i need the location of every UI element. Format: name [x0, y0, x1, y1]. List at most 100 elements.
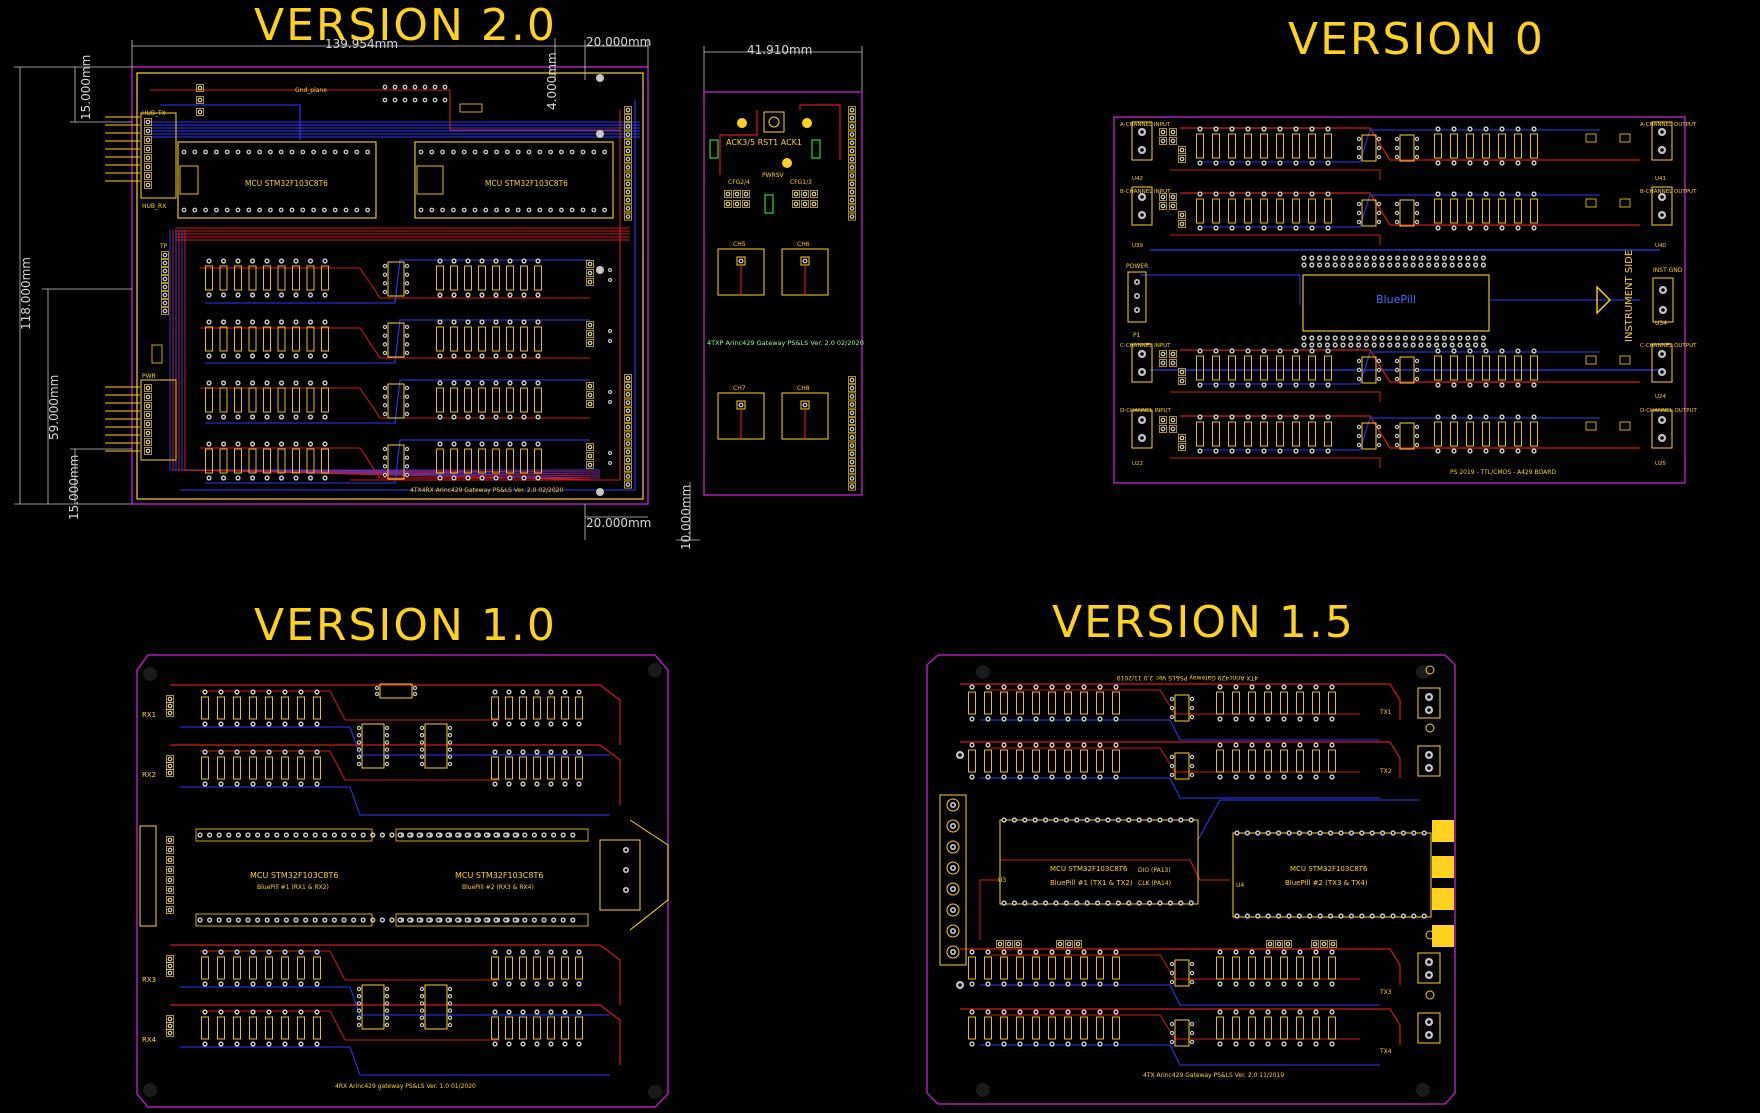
pad-hole	[265, 476, 269, 480]
pad-hole	[1660, 213, 1664, 217]
pad-hole	[449, 1009, 451, 1012]
pad-hole	[1114, 950, 1118, 954]
header-pin-frame	[848, 188, 856, 196]
header-pin-frame	[166, 906, 174, 914]
resistor	[321, 387, 329, 413]
pad-hole	[1326, 349, 1330, 353]
resistor	[1212, 421, 1220, 447]
header-pin-frame	[1159, 350, 1167, 358]
trace	[1170, 391, 1381, 402]
resistor	[248, 387, 257, 413]
trace	[200, 750, 500, 781]
pad-hole	[294, 259, 298, 263]
pad-hole	[430, 150, 433, 154]
pad-hole	[251, 1042, 255, 1046]
pad-hole	[626, 108, 630, 112]
resistor	[520, 326, 528, 352]
pad-hole	[1412, 256, 1415, 260]
pad-hole	[466, 259, 470, 263]
pad-hole	[1262, 127, 1266, 131]
pad-hole	[452, 259, 456, 263]
header-pin-frame	[1169, 350, 1177, 358]
pad-hole	[592, 150, 595, 154]
pad-hole	[1114, 1010, 1118, 1014]
pad-hole	[970, 1010, 974, 1014]
pad-hole	[355, 150, 358, 154]
resistor	[533, 956, 541, 980]
pad-hole	[958, 753, 962, 757]
pad-hole	[1282, 775, 1286, 779]
pad-hole	[283, 950, 287, 954]
pad-hole	[413, 98, 417, 102]
pad-hole	[1161, 139, 1165, 143]
mount-hole	[596, 488, 604, 496]
pad-hole	[1171, 981, 1173, 983]
resistor	[249, 1016, 257, 1040]
yellow-pad	[1432, 925, 1454, 947]
resistor	[281, 756, 289, 780]
resistor	[520, 265, 528, 291]
pad-hole	[235, 1010, 239, 1014]
resistor	[281, 1016, 289, 1040]
pad-hole	[323, 918, 326, 922]
pad-hole	[1191, 1041, 1193, 1043]
pad-hole	[1341, 256, 1345, 260]
pad-hole	[1234, 982, 1238, 986]
pad-hole	[1198, 226, 1202, 230]
pad-hole	[1018, 1010, 1022, 1014]
pad-hole	[1330, 950, 1334, 954]
pad-hole	[951, 929, 955, 933]
pad-hole	[1002, 1010, 1006, 1014]
pad-hole	[1436, 383, 1440, 387]
pad-hole	[588, 271, 592, 275]
header-pin-frame	[161, 267, 169, 275]
pad-hole	[215, 208, 218, 212]
pad-hole	[219, 750, 223, 754]
pad-hole	[1378, 360, 1380, 362]
dim-bottom-margin: 15.000mm	[67, 455, 81, 520]
pad-hole	[986, 685, 990, 689]
resistor	[233, 756, 241, 780]
pad-hole	[850, 149, 854, 153]
header-pin-frame	[624, 147, 632, 155]
pad-hole	[1310, 383, 1314, 387]
pad-hole	[419, 208, 423, 212]
pad-hole	[251, 722, 255, 726]
cap-outline	[709, 139, 719, 159]
pad-hole	[299, 1042, 303, 1046]
pad-hole	[266, 918, 269, 922]
pad-hole	[280, 208, 283, 212]
pad-hole	[251, 354, 254, 358]
resistor	[1292, 421, 1300, 447]
v10-rx3: RX3	[142, 976, 156, 984]
pad-hole	[508, 381, 512, 385]
pad-hole	[1262, 192, 1266, 196]
pad-hole	[418, 833, 421, 837]
trace	[200, 447, 590, 479]
pad-hole	[493, 690, 497, 694]
pad-hole	[386, 734, 388, 737]
pad-hole	[237, 918, 240, 922]
resistor	[478, 326, 486, 352]
pad-hole	[1234, 685, 1238, 689]
pad-hole	[146, 183, 150, 187]
header-pin-frame	[848, 155, 856, 164]
pad-hole	[1326, 226, 1330, 230]
header-pin-frame	[1169, 137, 1177, 145]
arrow-icon	[1596, 285, 1611, 315]
v15-mcu2-sub: BluePill #2 (TX3 & TX4)	[1285, 879, 1368, 887]
header-pin-frame	[848, 212, 856, 221]
ic-outline	[387, 322, 405, 358]
pad-hole	[850, 199, 854, 202]
header-pin-frame	[144, 172, 152, 180]
pad-hole	[207, 381, 211, 385]
pad-hole	[1396, 156, 1398, 158]
pad-hole	[536, 381, 540, 385]
terminal	[946, 945, 960, 959]
resistor	[248, 265, 257, 291]
mcu2-outline	[414, 141, 614, 219]
pad-hole	[986, 950, 990, 954]
resistor	[1096, 749, 1104, 773]
pad-hole	[1326, 192, 1330, 196]
trace	[175, 230, 601, 475]
